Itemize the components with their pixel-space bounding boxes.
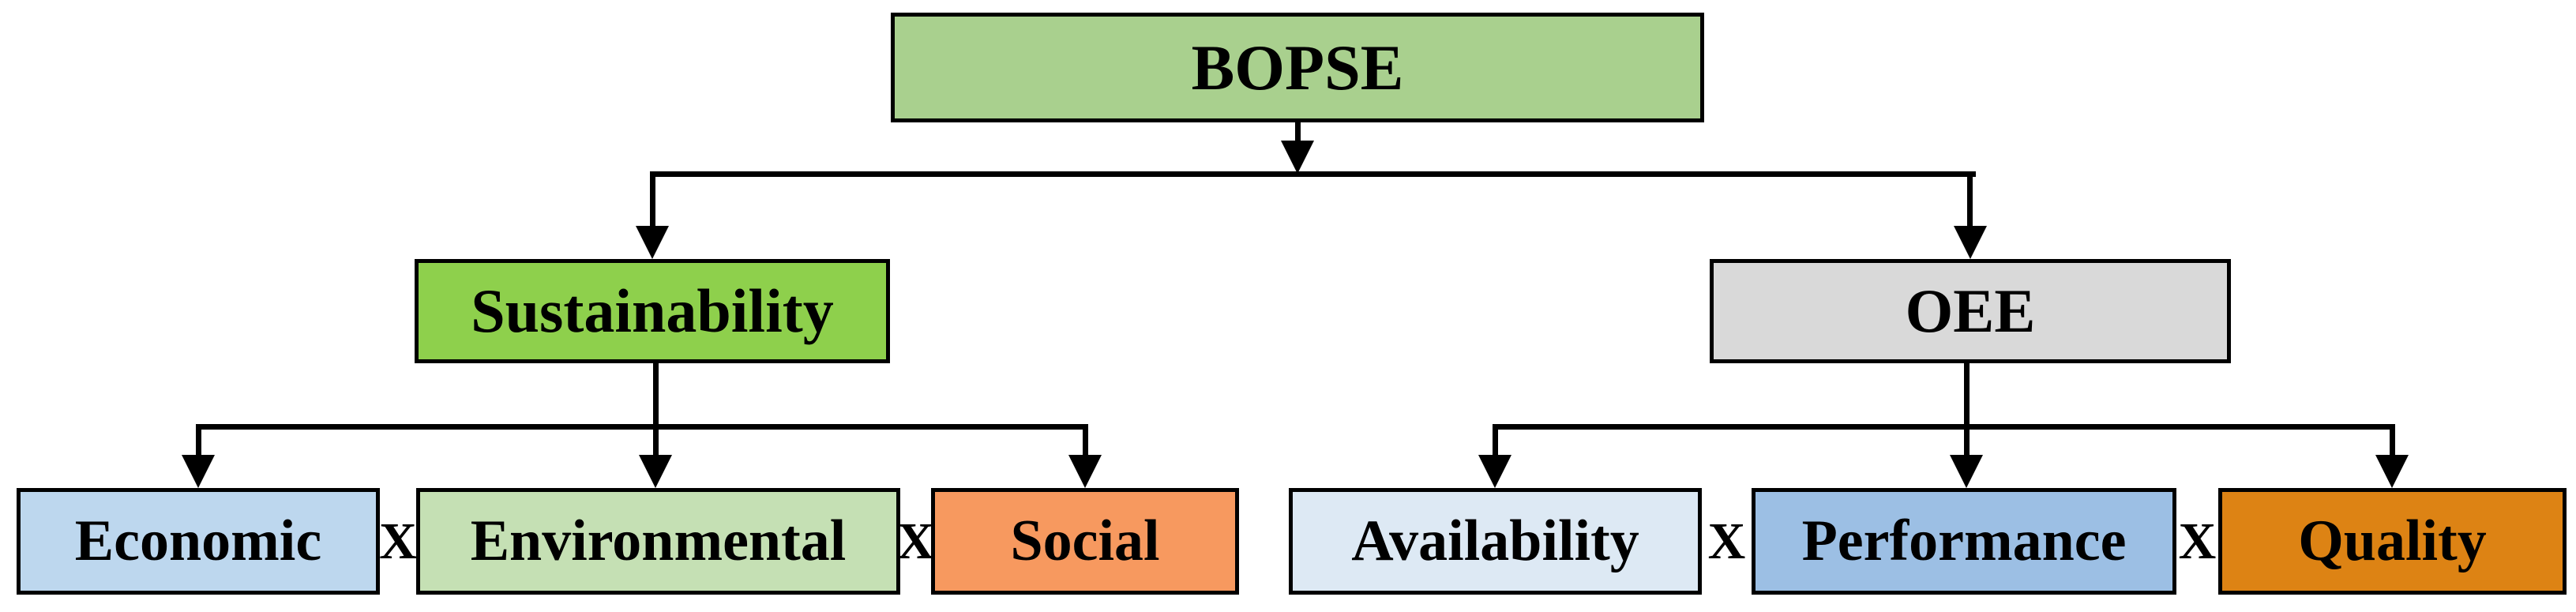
connector-sustainability-stem: [653, 363, 659, 456]
connector-to-oee: [1967, 171, 1973, 228]
connector-bopse-stem: [1295, 122, 1301, 146]
connector-to-sustainability: [650, 171, 655, 228]
connector-level1-horizontal: [650, 171, 1976, 177]
node-economic: Economic: [17, 488, 380, 595]
arrowhead-down: [1478, 455, 1511, 488]
multiply-operator: X: [2178, 512, 2217, 570]
arrowhead-down: [1068, 455, 1102, 488]
node-label: Social: [1010, 509, 1160, 573]
node-quality: Quality: [2218, 488, 2567, 595]
arrowhead-down: [2375, 455, 2409, 488]
node-bopse: BOPSE: [891, 13, 1704, 122]
arrowhead-down: [639, 455, 672, 488]
connector-oee-horizontal: [1493, 424, 2394, 430]
multiply-operator: X: [1707, 512, 1746, 570]
arrowhead-down: [636, 226, 669, 259]
connector-sustainability-horizontal: [196, 424, 1088, 430]
multiply-operator: X: [896, 512, 935, 570]
node-label: OEE: [1905, 276, 2036, 345]
connector-to-social: [1083, 424, 1088, 457]
arrowhead-down: [1950, 455, 1983, 488]
node-performance: Performance: [1752, 488, 2176, 595]
connector-to-quality: [2390, 424, 2395, 457]
node-label: BOPSE: [1191, 31, 1404, 103]
node-label: Quality: [2298, 509, 2487, 573]
arrowhead-down: [1954, 226, 1987, 259]
node-label: Sustainability: [471, 276, 834, 345]
connector-oee-stem: [1964, 363, 1970, 456]
multiply-operator: X: [379, 512, 417, 570]
node-label: Availability: [1351, 509, 1639, 573]
node-environmental: Environmental: [416, 488, 900, 595]
arrowhead-down: [182, 455, 215, 488]
node-label: Environmental: [470, 509, 847, 573]
connector-to-availability: [1493, 424, 1498, 457]
node-social: Social: [931, 488, 1239, 595]
node-sustainability: Sustainability: [415, 259, 890, 363]
arrowhead-down: [1281, 141, 1314, 174]
node-availability: Availability: [1289, 488, 1702, 595]
connector-to-economic: [196, 424, 201, 457]
node-oee: OEE: [1710, 259, 2231, 363]
node-label: Economic: [74, 509, 322, 573]
node-label: Performance: [1801, 509, 2127, 573]
